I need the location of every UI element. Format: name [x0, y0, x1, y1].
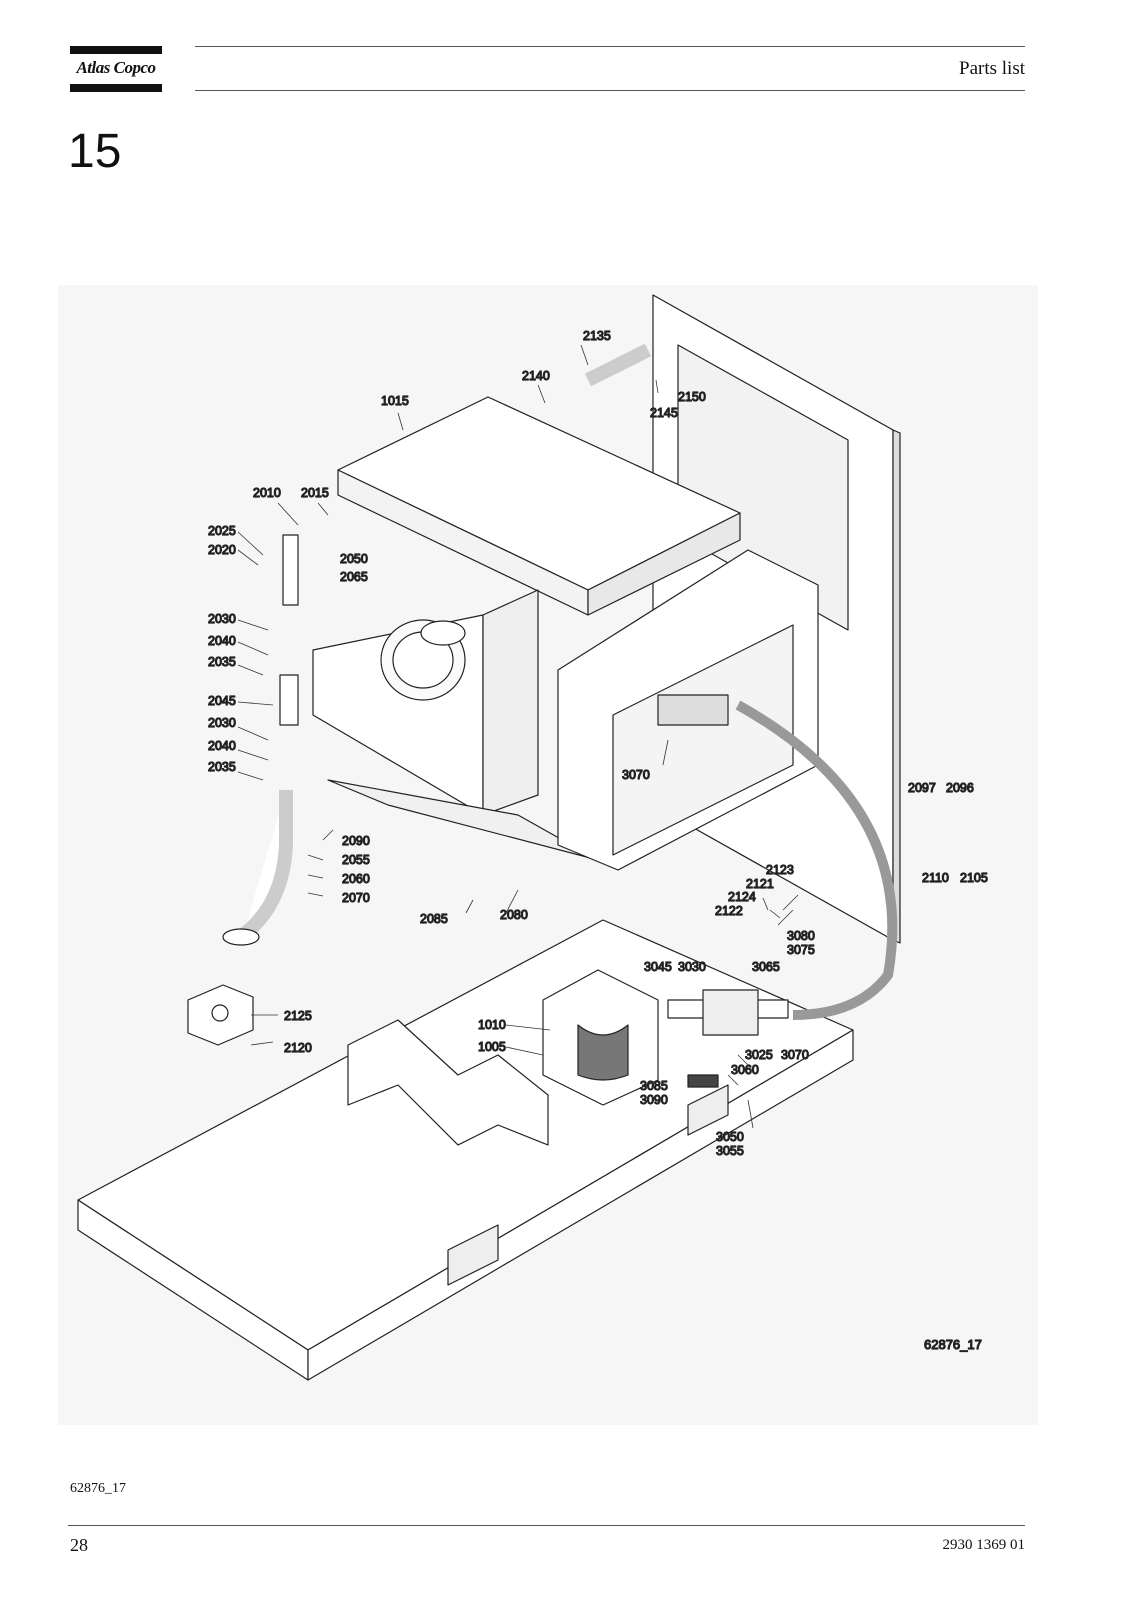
callout-1015: 1015	[381, 394, 409, 408]
callout-2097: 2097	[908, 781, 936, 795]
header-title: Parts list	[959, 58, 1025, 79]
exploded-view-figure: 2135 2140 2150 2145 1015 2010 2015 2025 …	[58, 285, 1038, 1425]
callout-2090: 2090	[342, 834, 370, 848]
callout-3025: 3025	[745, 1048, 773, 1062]
page-number: 28	[70, 1535, 88, 1555]
assembly-arrow	[735, 700, 898, 1020]
callout-3075: 3075	[787, 943, 815, 957]
header-rule-top	[195, 46, 1025, 47]
callout-2010: 2010	[253, 486, 281, 500]
callout-2120: 2120	[284, 1041, 312, 1055]
footer-rule	[68, 1525, 1025, 1526]
figure-id-label: 62876_17	[924, 1337, 982, 1352]
callout-2124: 2124	[728, 890, 756, 904]
callout-2105: 2105	[960, 871, 988, 885]
figure-caption: 62876_17	[70, 1481, 126, 1496]
callout-2035: 2035	[208, 655, 236, 669]
callout-2080: 2080	[500, 908, 528, 922]
callout-2045: 2045	[208, 694, 236, 708]
callout-2150: 2150	[678, 390, 706, 404]
callout-2110: 2110	[922, 871, 949, 885]
logo-bar-bottom	[70, 84, 162, 92]
support-brackets	[347, 1019, 549, 1146]
callout-3055: 3055	[716, 1144, 744, 1158]
callout-3070: 3070	[622, 768, 650, 782]
callout-2040-lower: 2040	[208, 739, 236, 753]
clamp-block	[187, 984, 254, 1046]
callout-2140: 2140	[522, 369, 550, 383]
document-number: 2930 1369 01	[942, 1537, 1026, 1553]
callout-2123: 2123	[766, 863, 794, 877]
callout-3060: 3060	[731, 1063, 759, 1077]
callout-2030: 2030	[208, 612, 236, 626]
callout-2035-lower: 2035	[208, 760, 236, 774]
din-rail-components	[667, 989, 789, 1088]
callout-2145: 2145	[650, 406, 678, 420]
callout-2050: 2050	[340, 552, 368, 566]
callout-2030-lower: 2030	[208, 716, 236, 730]
exploded-view-drawing: 2135 2140 2150 2145 1015 2010 2015 2025 …	[77, 294, 988, 1381]
callout-2015: 2015	[301, 486, 329, 500]
callout-1005: 1005	[478, 1040, 506, 1054]
callout-3045: 3045	[644, 960, 672, 974]
callout-2020: 2020	[208, 543, 236, 557]
callout-2070: 2070	[342, 891, 370, 905]
callout-2060: 2060	[342, 872, 370, 886]
logo-bar-top	[70, 46, 162, 54]
header-rule-bottom	[195, 90, 1025, 91]
callout-3090: 3090	[640, 1093, 668, 1107]
section-number: 15	[68, 125, 122, 178]
transformer	[542, 969, 659, 1106]
callout-2085: 2085	[420, 912, 448, 926]
callout-2135: 2135	[583, 329, 611, 343]
callout-3080: 3080	[787, 929, 815, 943]
callout-3065: 3065	[752, 960, 780, 974]
callout-3085: 3085	[640, 1079, 668, 1093]
atlas-copco-logo: Atlas Copco	[70, 46, 162, 92]
callout-2025: 2025	[208, 524, 236, 538]
callout-2065: 2065	[340, 570, 368, 584]
leader-lines	[237, 344, 799, 1129]
callout-1010: 1010	[478, 1018, 506, 1032]
callout-2055: 2055	[342, 853, 370, 867]
callout-2096: 2096	[946, 781, 974, 795]
callout-2125: 2125	[284, 1009, 312, 1023]
logo-wordmark: Atlas Copco	[76, 58, 156, 77]
callout-2040: 2040	[208, 634, 236, 648]
callout-2121: 2121	[746, 877, 774, 891]
callout-2122: 2122	[715, 904, 743, 918]
callout-3070-lower: 3070	[781, 1048, 809, 1062]
electrical-cabinet	[557, 549, 819, 871]
air-pipes	[222, 343, 652, 946]
callout-3030: 3030	[678, 960, 706, 974]
callout-3050: 3050	[716, 1130, 744, 1144]
dryer-housing	[312, 396, 741, 861]
